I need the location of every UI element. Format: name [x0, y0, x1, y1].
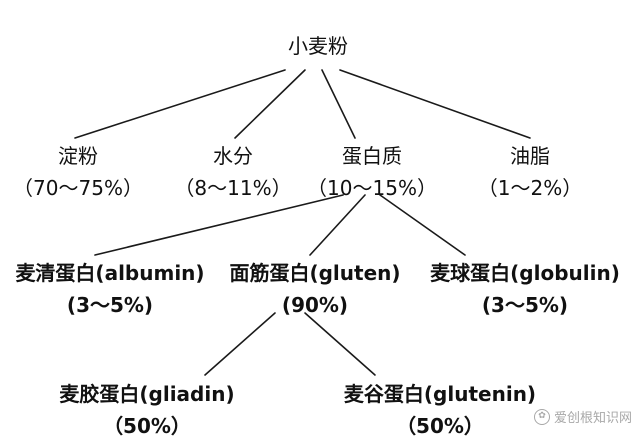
node-gliadin: 麦胶蛋白(gliadin) （50%） [59, 378, 234, 442]
node-starch-percent: （70～75%） [13, 176, 143, 200]
node-albumin-label: 麦清蛋白(albumin) [15, 261, 205, 285]
edge-flour-fat [339, 69, 531, 139]
node-globulin: 麦球蛋白(globulin) (3～5%) [430, 257, 620, 321]
watermark: ✿ 爱创根知识网 [533, 407, 632, 426]
node-globulin-label: 麦球蛋白(globulin) [430, 261, 620, 285]
node-albumin: 麦清蛋白(albumin) (3～5%) [15, 257, 204, 321]
paw-icon: ✿ [533, 408, 550, 425]
node-water: 水分 （8～11%） [174, 140, 291, 204]
node-gluten-label: 面筋蛋白(gluten) [229, 261, 401, 285]
node-glutenin: 麦谷蛋白(glutenin) （50%） [344, 378, 536, 442]
edge-protein-albumin [94, 194, 344, 256]
edge-flour-starch [74, 69, 286, 139]
node-water-percent: （8～11%） [174, 176, 292, 200]
flour-composition-tree: 小麦粉 淀粉 （70～75%） 水分 （8～11%） 蛋白质 （10～15%） … [13, 30, 632, 438]
node-gluten: 面筋蛋白(gluten) (90%) [229, 257, 400, 321]
node-flour: 小麦粉 [288, 30, 348, 62]
node-protein-percent: （10～15%） [307, 176, 437, 200]
node-gliadin-label: 麦胶蛋白(gliadin) [59, 382, 235, 406]
node-gluten-percent: (90%) [281, 293, 349, 317]
edge-gluten-gliadin [204, 312, 276, 376]
node-protein: 蛋白质 （10～15%） [307, 140, 437, 204]
tree-edges [74, 69, 531, 376]
node-albumin-percent: (3～5%) [66, 293, 154, 317]
node-fat-percent: （1～2%） [477, 176, 583, 200]
node-water-label: 水分 [213, 144, 253, 168]
watermark-text: 爱创根知识网 [553, 411, 632, 426]
node-starch: 淀粉 （70～75%） [13, 140, 143, 204]
edge-protein-gluten [309, 194, 366, 256]
edge-gluten-glutenin [304, 312, 376, 376]
node-globulin-percent: (3～5%) [481, 293, 569, 317]
edge-flour-protein [321, 69, 356, 139]
edge-protein-globulin [379, 194, 466, 256]
node-flour-label: 小麦粉 [288, 34, 348, 58]
node-glutenin-label: 麦谷蛋白(glutenin) [343, 382, 537, 406]
node-fat: 油脂 （1～2%） [478, 140, 582, 204]
node-gliadin-percent: （50%） [103, 414, 191, 438]
node-protein-label: 蛋白质 [342, 144, 402, 168]
node-glutenin-percent: （50%） [396, 414, 484, 438]
node-fat-label: 油脂 [509, 144, 550, 168]
edge-flour-water [234, 69, 306, 139]
node-starch-label: 淀粉 [58, 144, 98, 168]
